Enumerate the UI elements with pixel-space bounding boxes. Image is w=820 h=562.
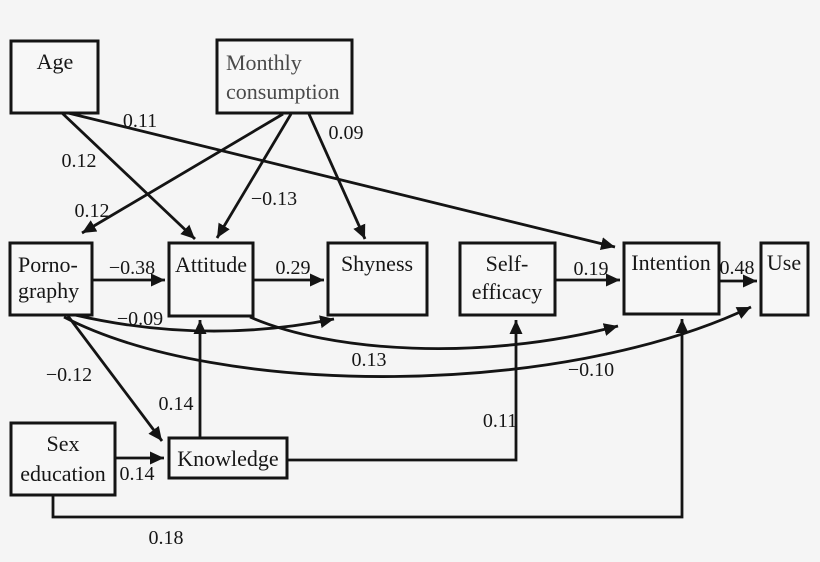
node-box-monthly-consumption [215, 38, 354, 115]
node-label-age: Age [37, 49, 74, 74]
edge-arrow-monthly-shyness [307, 113, 367, 240]
edge-arrow-sex-education-intention [51, 319, 689, 519]
node-label-attitude: Attitude [175, 252, 247, 277]
edge-coefficient-monthly-attitude: −0.13 [251, 188, 297, 210]
edge-coefficient-pornography-attitude: −0.38 [109, 257, 155, 279]
node-knowledge: Knowledge [167, 436, 289, 480]
node-attitude: Attitude [167, 241, 255, 318]
node-box-sex-education [9, 421, 117, 497]
edge-arrow-pornography-knowledge [66, 315, 164, 442]
edge-coefficient-pornography-knowledge: −0.12 [46, 364, 92, 386]
edge-arrow-attitude-intention [249, 315, 619, 350]
edge-coefficient-pornography-shyness: −0.09 [117, 308, 163, 330]
node-use: Use [759, 241, 810, 317]
node-box-intention [622, 241, 721, 316]
node-label-intention: Intention [631, 250, 710, 275]
edge-coefficient-knowledge-attitude: 0.14 [159, 393, 194, 415]
node-box-use [759, 241, 810, 317]
node-box-pornography [8, 241, 94, 317]
edge-coefficient-attitude-intention: 0.13 [352, 349, 387, 371]
node-box-knowledge [167, 436, 289, 480]
edge-coefficient-attitude-shyness: 0.29 [276, 257, 311, 279]
edge-arrow-monthly-pornography [81, 112, 284, 235]
edge-coefficient-monthly-pornography: 0.12 [75, 200, 110, 222]
edge-coefficient-age-intention: 0.11 [123, 110, 157, 132]
edge-coefficient-knowledge-self-efficacy: 0.11 [483, 410, 517, 432]
edge-arrow-pornography-use [63, 305, 752, 378]
node-label-use: Use [767, 250, 801, 275]
node-label-pornography: Porno-graphy [18, 252, 79, 303]
node-pornography: Porno-graphy [8, 241, 94, 317]
edge-arrow-knowledge-self-efficacy [287, 320, 523, 462]
node-label-shyness: Shyness [341, 251, 413, 276]
node-age: Age [9, 39, 100, 115]
edge-arrow-monthly-attitude [215, 113, 293, 239]
edge-arrow-age-attitude [61, 111, 196, 241]
node-box-age [9, 39, 100, 115]
node-label-knowledge: Knowledge [177, 446, 278, 471]
edge-labels-layer: 0.12 0.11 0.12 −0.13 0.09 −0.38 0.29 0.19 0.48 −0… [46, 110, 755, 549]
node-box-shyness [326, 241, 429, 317]
edge-coefficient-self-efficacy-intention: 0.19 [574, 258, 609, 280]
edge-coefficient-intention-use: 0.48 [720, 257, 755, 279]
edge-coefficient-sex-education-intention: 0.18 [149, 527, 184, 549]
edge-coefficient-pornography-use: −0.10 [568, 359, 614, 381]
node-intention: Intention [622, 241, 721, 316]
edges-layer [51, 110, 757, 519]
edge-coefficient-sex-education-knowledge: 0.14 [120, 463, 155, 485]
node-self-efficacy: Self-efficacy [458, 241, 557, 317]
edge-coefficient-monthly-shyness: 0.09 [329, 122, 364, 144]
node-shyness: Shyness [326, 241, 429, 317]
node-box-attitude [167, 241, 255, 318]
edge-coefficient-age-attitude: 0.12 [62, 150, 97, 172]
node-label-self-efficacy: Self-efficacy [472, 251, 542, 304]
node-box-self-efficacy [458, 241, 557, 317]
